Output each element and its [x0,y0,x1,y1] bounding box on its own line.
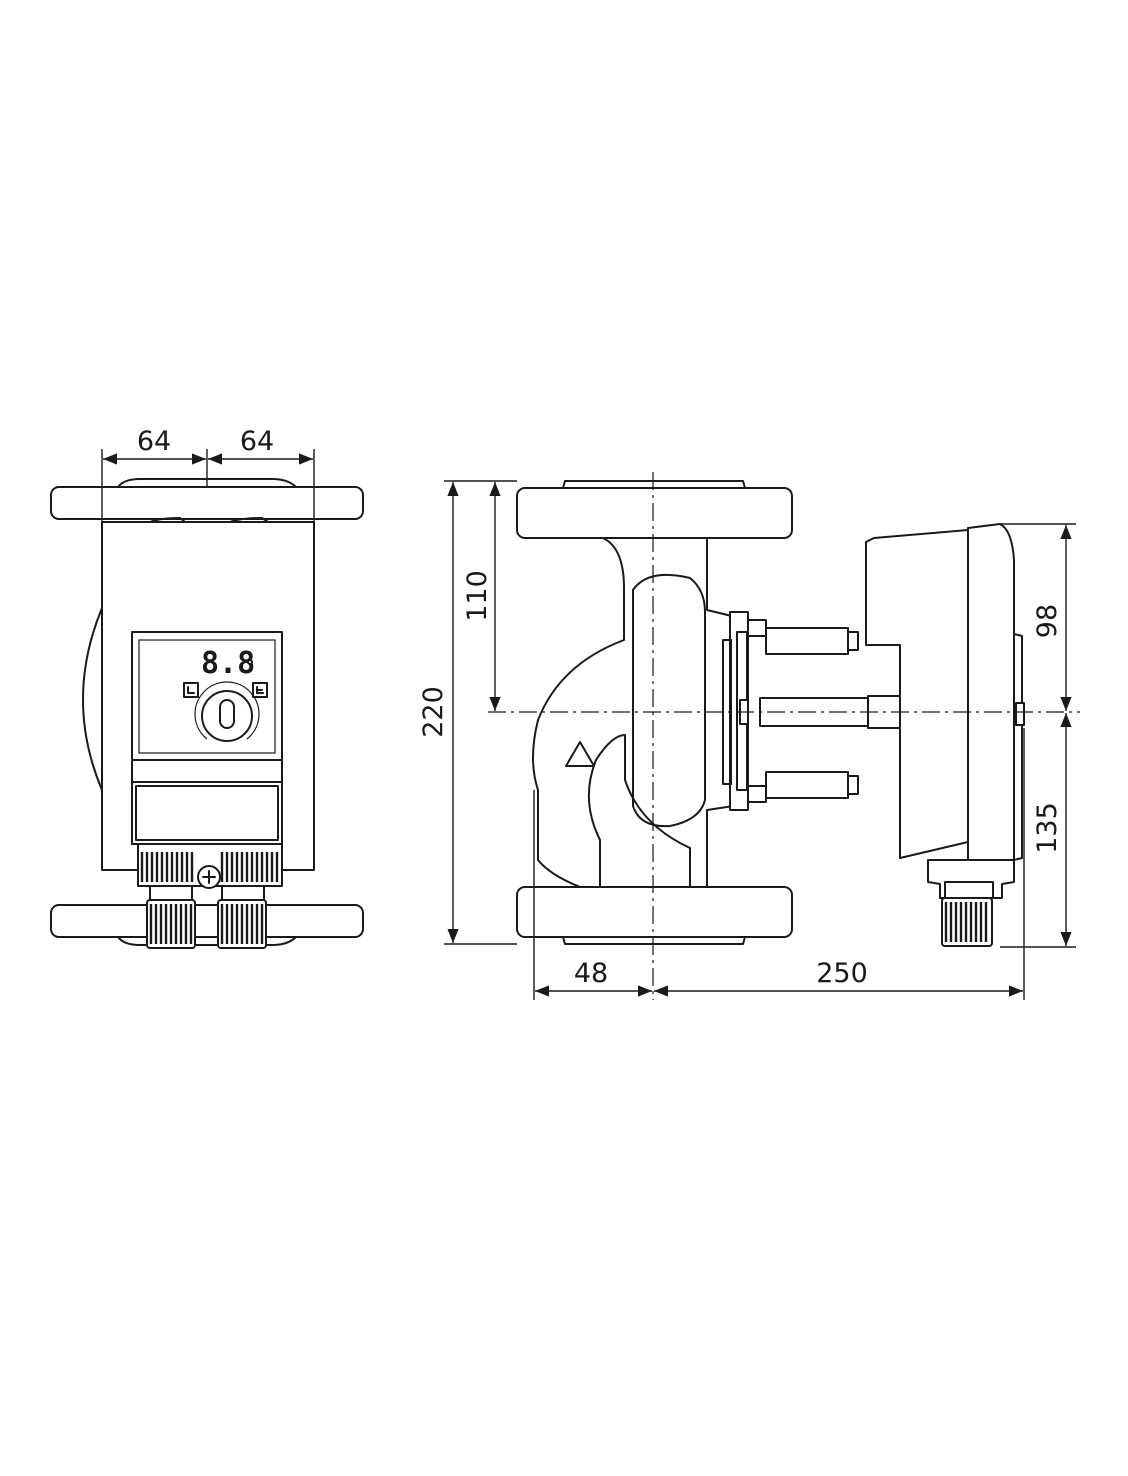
dim-head-below-axis: 135 [1032,802,1063,854]
front-width-dimension: 64 64 [101,426,315,522]
front-view: 8.8 [50,478,364,949]
overall-height-dimension: 220 [418,480,517,945]
ground-screw-icon [197,865,221,889]
dim-front-left: 64 [137,426,171,457]
control-head [967,523,1015,871]
side-cable-gland [941,897,993,947]
dim-inlet-offset: 48 [574,958,608,989]
flow-direction-icon [565,741,595,767]
top-axis-dimension: 110 [462,482,501,711]
head-height-dimension: 98 135 [1000,523,1076,948]
knurled-band [140,852,279,882]
front-top-flange [50,486,364,520]
terminal-box [131,781,283,845]
dim-front-right: 64 [240,426,274,457]
cable-gland-left [146,885,196,949]
dim-overall-height: 220 [418,686,449,738]
front-motor-bulge [82,607,103,791]
control-knob[interactable] [194,681,260,742]
side-bottom-flange [516,886,793,938]
dim-top-to-axis: 110 [462,570,493,622]
side-view [516,480,1025,947]
side-top-flange [516,487,793,539]
motor-rod-bottom [765,771,849,799]
front-bottom-flange [50,904,364,938]
control-module [131,631,283,783]
cable-gland-right [217,885,267,949]
mode-icon-right [252,682,268,698]
dim-overall-length: 250 [816,958,868,989]
dim-head-above-axis: 98 [1032,604,1063,638]
mode-icon-left [183,682,199,698]
display-readout: 8.8 [201,646,255,681]
motor-rod-top [765,627,849,655]
motor-can [865,529,969,859]
length-dimension: 48 250 [533,728,1025,1000]
